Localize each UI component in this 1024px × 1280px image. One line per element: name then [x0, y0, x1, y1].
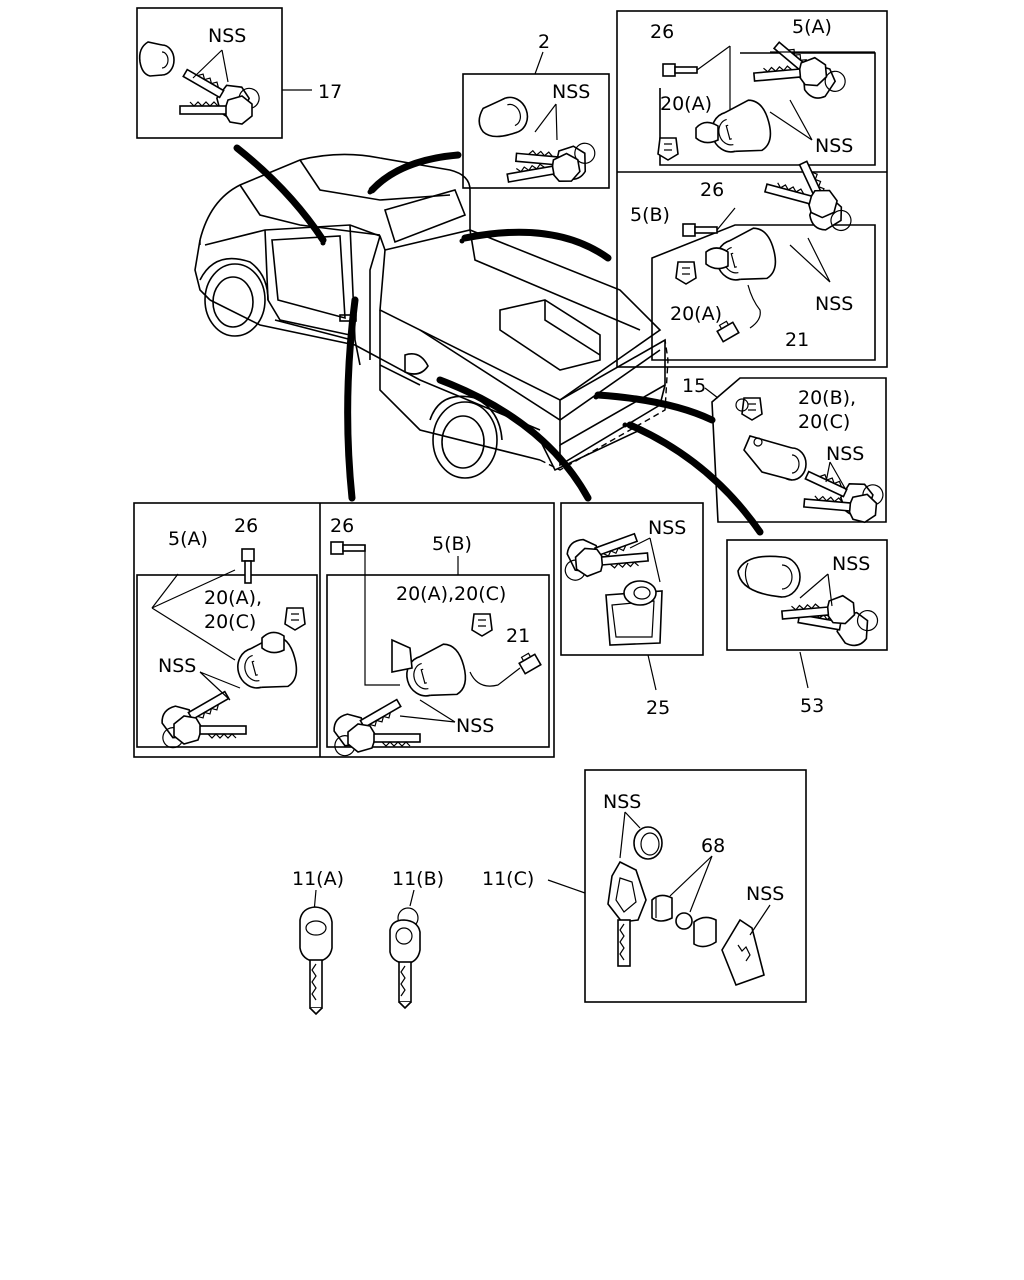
label-17: 17	[318, 81, 342, 103]
label-21: 21	[506, 625, 530, 647]
label-26: 26	[700, 179, 724, 201]
callout-2-group: 2 NSS	[462, 31, 610, 193]
key-icon	[607, 860, 647, 967]
callout-17-group: NSS 17	[136, 7, 342, 139]
label-11a: 11(A)	[292, 868, 344, 890]
clip-icon	[471, 613, 493, 637]
label-nss: NSS	[158, 655, 196, 677]
label-26: 26	[330, 515, 354, 537]
label-20c: 20(C)	[798, 411, 850, 433]
label-20a: 20(A)	[670, 303, 722, 325]
label-nss: NSS	[826, 443, 864, 465]
clip-icon	[741, 397, 763, 421]
callout-door-locks-group: 5(A) 26 20(A), 20(C) NSS 26 5(B) 20(A),2…	[133, 502, 555, 761]
label-nss: NSS	[648, 517, 686, 539]
label-20c: 20(C)	[204, 611, 256, 633]
key-icon	[761, 173, 840, 221]
label-20b: 20(B),	[798, 387, 856, 409]
label-21: 21	[785, 329, 809, 351]
label-nss: NSS	[208, 25, 246, 47]
label-26: 26	[234, 515, 258, 537]
label-53: 53	[800, 695, 824, 717]
pickup-truck-illustration	[194, 153, 669, 479]
label-11c: 11(C)	[482, 868, 534, 890]
connector-icon	[518, 652, 542, 675]
key-11a-group: 11(A)	[292, 868, 344, 1016]
key-11b-group: 11(B)	[389, 868, 444, 1010]
lock-cylinder-icon	[737, 555, 801, 598]
cap-part	[693, 916, 717, 948]
leader-lines	[233, 144, 764, 536]
lock-cylinder-icon	[743, 435, 807, 481]
key-icon	[179, 95, 253, 125]
label-20a: 20(A)	[660, 93, 712, 115]
label-26: 26	[650, 21, 674, 43]
callout-5a-5b-group: 26 5(A) 20(A) NSS 26 5(B) 20(A) NSS 21	[616, 10, 888, 368]
lock-cylinder-icon	[605, 580, 663, 646]
lock-cylinder-icon	[478, 96, 529, 138]
connector-icon	[716, 320, 740, 343]
bolt-icon	[662, 63, 698, 77]
label-20a: 20(A),	[204, 587, 262, 609]
callout-25-group: NSS 25	[555, 502, 704, 719]
label-nss: NSS	[456, 715, 494, 737]
label-20ac: 20(A),20(C)	[396, 583, 506, 605]
label-nss: NSS	[832, 553, 870, 575]
label-5a: 5(A)	[168, 528, 208, 550]
clip-icon	[675, 261, 697, 285]
label-5a: 5(A)	[792, 16, 832, 38]
bolt-icon	[330, 541, 366, 555]
label-nss: NSS	[603, 791, 641, 813]
label-11b: 11(B)	[392, 868, 444, 890]
ring-part	[633, 826, 663, 860]
label-nss: NSS	[815, 293, 853, 315]
label-68: 68	[701, 835, 725, 857]
cover-part	[721, 918, 765, 987]
lock-cylinder-icon	[400, 639, 472, 707]
clip-icon	[284, 607, 306, 631]
label-5b: 5(B)	[630, 204, 670, 226]
key-icon	[299, 906, 333, 1016]
key-icon	[389, 907, 421, 1010]
bolt-icon	[241, 548, 255, 584]
chip-part	[675, 912, 693, 930]
label-nss: NSS	[746, 883, 784, 905]
label-5b: 5(B)	[432, 533, 472, 555]
label-25: 25	[646, 697, 670, 719]
clip-icon	[657, 137, 679, 161]
lock-cylinder-icon	[138, 41, 175, 77]
callout-53-group: NSS 53	[726, 539, 888, 717]
callout-15-group: 15 20(B), 20(C) NSS	[682, 375, 888, 525]
label-15: 15	[682, 375, 706, 397]
label-nss: NSS	[815, 135, 853, 157]
label-2: 2	[538, 31, 550, 53]
cap-part	[651, 894, 673, 922]
callout-11c-group: 11(C) NSS 68 NSS	[482, 769, 807, 1003]
label-nss: NSS	[552, 81, 590, 103]
key-icon	[173, 715, 247, 745]
